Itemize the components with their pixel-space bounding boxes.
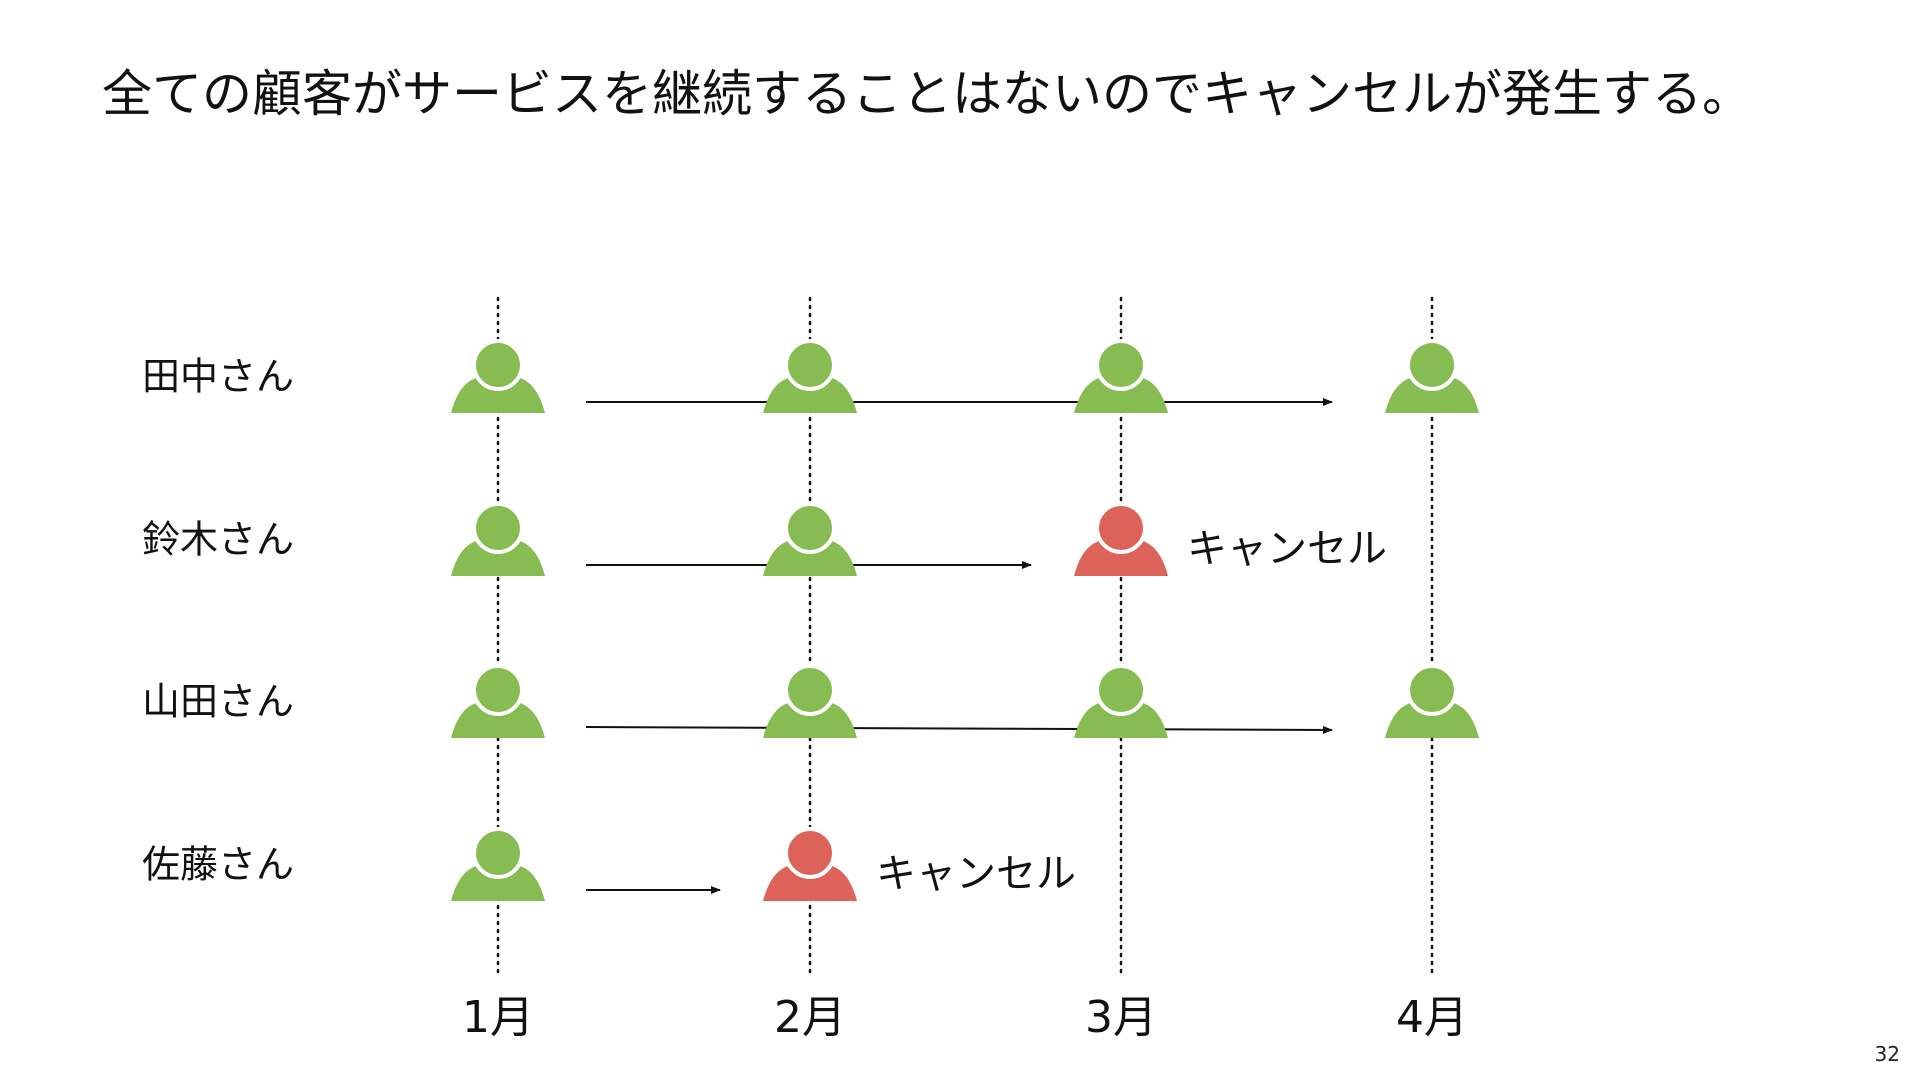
customer-name-label: 鈴木さん: [142, 518, 294, 562]
customer-name-label: 佐藤さん: [142, 843, 294, 887]
person-icon: [1074, 339, 1168, 413]
customer-name-label: 田中さん: [142, 355, 294, 399]
page-number: 32: [1874, 1042, 1900, 1066]
month-label: 3月: [1085, 992, 1157, 1043]
cancel-label: キャンセル: [1187, 526, 1387, 572]
person-icon: [451, 664, 545, 738]
person-icon: [451, 339, 545, 413]
person-icon: [763, 502, 857, 576]
person-icon: [451, 827, 545, 901]
slide-title: 全ての顧客がサービスを継続することはないのでキャンセルが発生する。: [102, 65, 1752, 123]
customer-name-label: 山田さん: [142, 680, 294, 724]
person-icon: [1385, 339, 1479, 413]
person-icon: [1074, 502, 1168, 576]
person-icon: [763, 339, 857, 413]
person-icon: [451, 502, 545, 576]
month-label: 1月: [462, 992, 534, 1043]
month-label: 4月: [1396, 992, 1468, 1043]
person-icon: [1385, 664, 1479, 738]
timeline-arrows: [585, 398, 1333, 894]
timeline-arrow: [585, 725, 1333, 734]
person-icon: [763, 827, 857, 901]
cancel-label: キャンセル: [876, 851, 1076, 897]
person-icon: [1074, 664, 1168, 738]
person-icon: [763, 664, 857, 738]
month-label: 2月: [774, 992, 846, 1043]
customer-icons: [451, 339, 1479, 901]
